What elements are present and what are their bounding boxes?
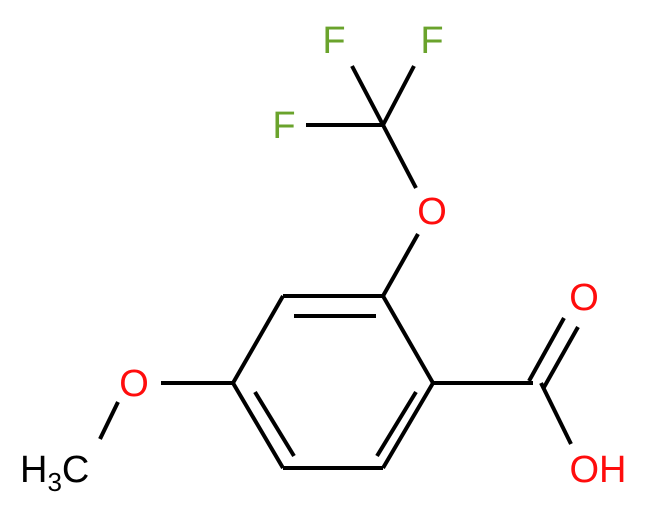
- ring-double-inner: [253, 390, 296, 458]
- c-oh-bond: [539, 382, 573, 445]
- methyl-subscript: 3: [47, 467, 61, 497]
- carbonyl-bond: [527, 317, 566, 382]
- methoxy-o-ch3: [98, 401, 120, 440]
- fluorine-label: F: [420, 20, 443, 62]
- ring-double-inner: [375, 390, 418, 458]
- ring-bond: [231, 295, 285, 384]
- atom-labels: F F F O O OH O H3C: [20, 20, 627, 497]
- oxygen-label: O: [417, 191, 447, 233]
- fluorine-label: F: [322, 20, 345, 62]
- bonds: [98, 65, 580, 470]
- fluorine-label: F: [272, 105, 295, 147]
- ring-bond: [381, 381, 435, 470]
- oxygen-label: O: [119, 363, 149, 405]
- ring-bond: [381, 295, 435, 384]
- ring-bond: [231, 381, 285, 470]
- c-f-bond: [381, 65, 416, 126]
- c-f-bond: [350, 65, 385, 126]
- methyl-label: H3C: [20, 449, 89, 497]
- hydroxyl-label: OH: [570, 449, 627, 491]
- carbonyl-bond: [541, 326, 580, 390]
- oxygen-label: O: [569, 277, 599, 319]
- ring-to-ether-o: [381, 233, 420, 297]
- methyl-c: C: [62, 449, 89, 491]
- ether-o-cf3: [381, 124, 418, 189]
- methyl-h: H: [20, 449, 47, 491]
